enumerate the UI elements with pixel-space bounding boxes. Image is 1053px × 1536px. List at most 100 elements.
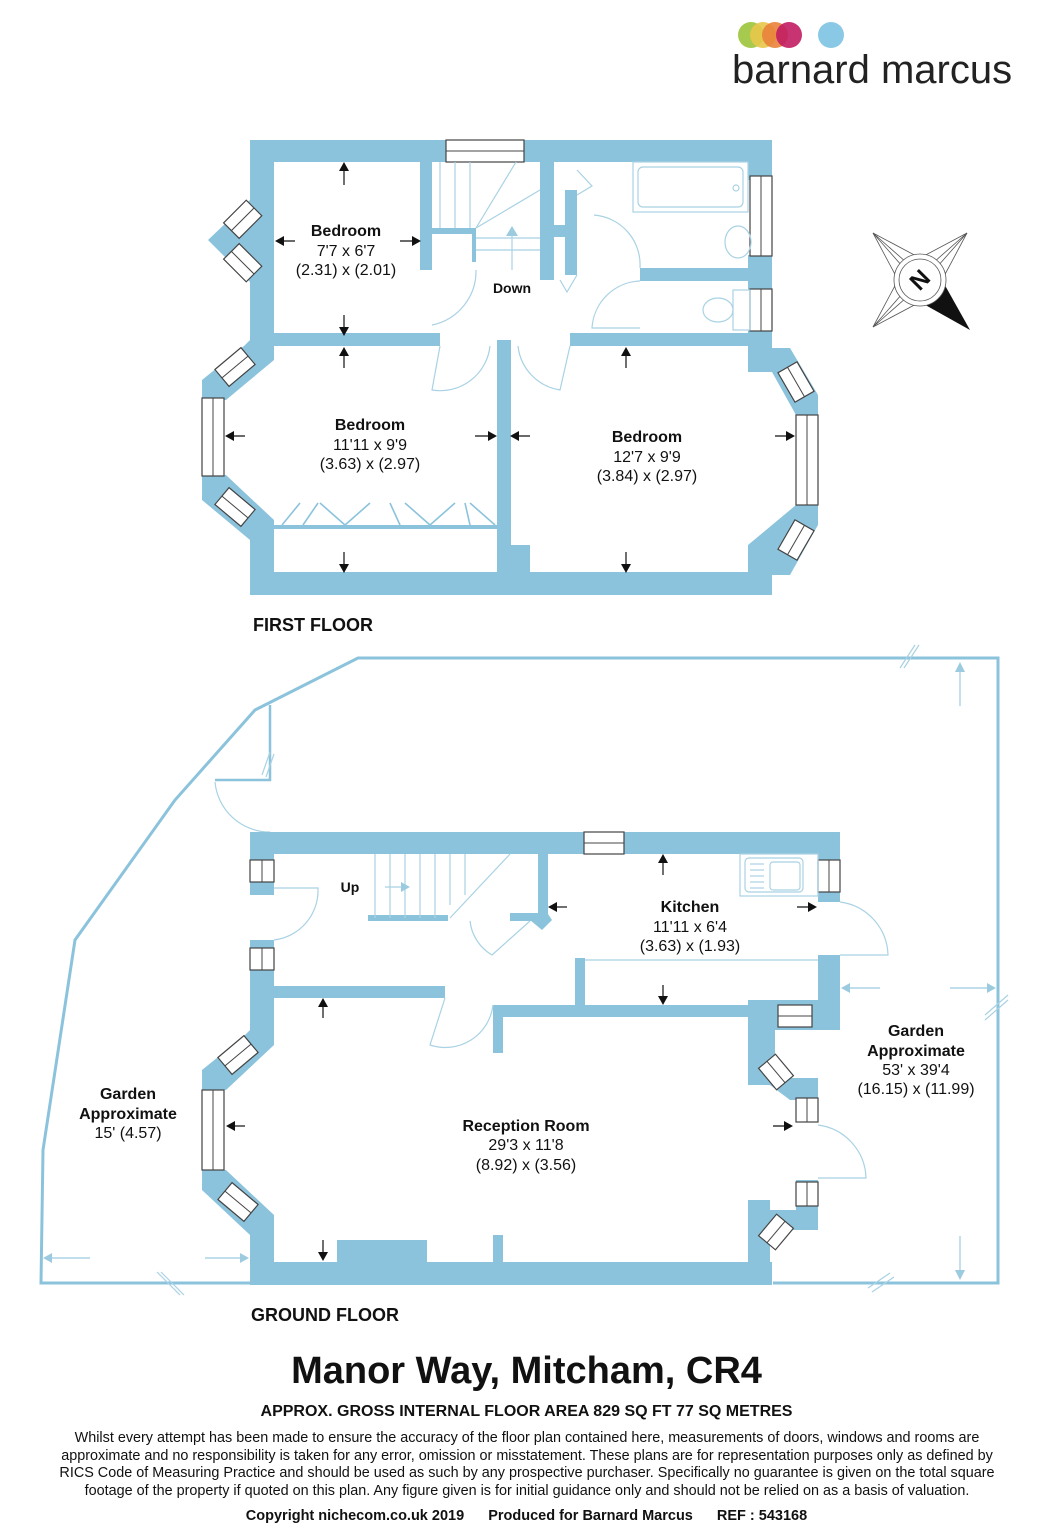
window: [757, 1213, 795, 1251]
produced-for: Produced for Barnard Marcus: [488, 1508, 693, 1524]
room-dimensions: 11'11 x 6'4: [653, 919, 727, 936]
wall: [818, 832, 840, 862]
wall: [497, 545, 530, 575]
bathtub: [632, 161, 749, 213]
disclaimer: Whilst every attempt has been made to en…: [14, 1430, 1040, 1500]
wall: [432, 228, 472, 234]
door-swing: [839, 901, 889, 956]
window: [749, 175, 773, 257]
compass-icon: N: [872, 232, 970, 330]
garden-boundary: [39, 656, 1000, 1285]
window: [217, 1181, 259, 1223]
disclaimer-line: Whilst every attempt has been made to en…: [74, 1430, 980, 1446]
wall: [540, 160, 554, 280]
window: [214, 346, 256, 388]
wall: [748, 1200, 770, 1285]
property-address: Manor Way, Mitcham, CR4: [291, 1350, 762, 1392]
wall: [250, 333, 440, 346]
room-name: Bedroom: [335, 417, 405, 434]
logo-dot: [818, 22, 844, 48]
disclaimer-line: approximate and no responsibility is tak…: [61, 1447, 993, 1464]
wall: [493, 1235, 503, 1265]
window: [445, 139, 525, 163]
wall: [250, 880, 274, 895]
garden-dimensions: 15' (4.57): [94, 1125, 161, 1142]
room-dimensions: 12'7 x 9'9: [613, 449, 681, 466]
wall: [575, 958, 585, 1008]
room-name: Bedroom: [311, 223, 381, 240]
garden-qualifier: Approximate: [79, 1106, 177, 1123]
stairs-label: Up: [341, 879, 360, 895]
wall: [538, 854, 548, 914]
window: [777, 518, 815, 562]
ground-floor-plan: Up Kitchen 11'11 x 6'4 (3.63) x (1.93) R…: [39, 644, 1009, 1325]
floor-label: FIRST FLOOR: [253, 615, 373, 635]
garden-boundary: [215, 705, 272, 782]
garden-name: Garden: [100, 1086, 156, 1103]
wall: [250, 572, 772, 595]
kitchen-sink: [739, 853, 819, 897]
wall: [250, 140, 274, 212]
wall: [250, 1262, 772, 1285]
window: [795, 414, 819, 506]
window: [757, 1053, 795, 1091]
reference: REF : 543168: [716, 1508, 808, 1524]
door-swing: [559, 274, 578, 294]
room-dimensions: 11'11 x 9'9: [333, 437, 407, 454]
dimension-arrows: [226, 854, 817, 1261]
door-swing: [576, 169, 593, 196]
floor-area: APPROX. GROSS INTERNAL FLOOR AREA 829 SQ…: [260, 1403, 793, 1420]
room-dimensions-metric: (3.63) x (2.97): [320, 456, 420, 473]
wall: [497, 340, 511, 575]
room-name: Reception Room: [462, 1118, 589, 1135]
copyright-line: Copyright nichecom.co.uk 2019 Produced f…: [0, 1508, 1053, 1524]
wall: [472, 228, 476, 262]
wall: [368, 915, 448, 921]
wall: [748, 255, 772, 290]
wall: [420, 160, 432, 270]
brand-name: barnard marcus: [732, 48, 1013, 92]
first-floor-plan: Bedroom 7'7 x 6'7 (2.31) x (2.01) Down B…: [201, 139, 819, 635]
staircase: [374, 853, 511, 919]
wall: [250, 832, 274, 862]
window: [201, 1089, 225, 1171]
dimension-arrows: [225, 162, 795, 573]
wall: [570, 333, 750, 346]
room-name: Bedroom: [612, 429, 682, 446]
wardrobe-doors: [281, 502, 496, 527]
door-swing: [517, 345, 571, 391]
disclaimer-line: footage of the property if quoted on thi…: [84, 1482, 970, 1499]
logo-dot: [776, 22, 802, 48]
room-dimensions-metric: (2.31) x (2.01): [296, 262, 396, 279]
room-dimensions-metric: (8.92) x (3.56): [476, 1157, 576, 1174]
wall: [510, 913, 538, 921]
garden-qualifier: Approximate: [867, 1043, 965, 1060]
floor-label: GROUND FLOOR: [251, 1305, 399, 1325]
garden-dimensions-metric: (16.15) x (11.99): [857, 1081, 974, 1098]
stairs-label: Down: [493, 280, 531, 296]
wall: [540, 225, 575, 237]
wall: [493, 1005, 748, 1017]
wall: [493, 1005, 503, 1053]
window: [777, 1004, 813, 1028]
staircase: [439, 161, 541, 270]
wall: [337, 1240, 427, 1264]
garden-dimension-arrows: [43, 662, 996, 1280]
wall: [640, 268, 750, 281]
logo-dots: [734, 22, 854, 50]
room-dimensions: 29'3 x 11'8: [488, 1137, 563, 1154]
disclaimer-line: RICS Code of Measuring Practice and shou…: [59, 1465, 995, 1481]
toilet: [702, 289, 751, 331]
wall: [250, 832, 840, 854]
door-swing: [591, 280, 641, 329]
window: [249, 947, 275, 971]
window: [249, 859, 275, 883]
window: [214, 486, 256, 528]
window: [777, 360, 815, 404]
room-dimensions-metric: (3.84) x (2.97): [597, 468, 697, 485]
window: [217, 1034, 259, 1076]
door-swing: [431, 345, 491, 392]
wall: [748, 140, 772, 180]
garden-name: Garden: [888, 1023, 944, 1040]
